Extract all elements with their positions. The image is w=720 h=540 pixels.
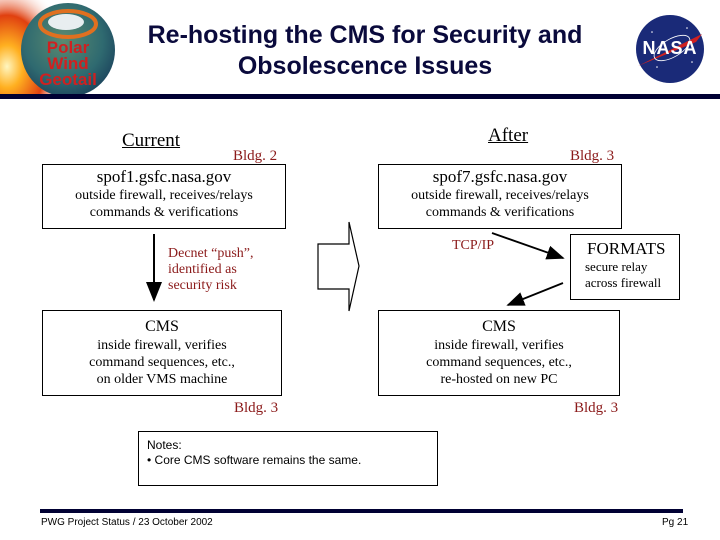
current-cms-title: CMS bbox=[145, 318, 179, 335]
current-host-name: spof1.gsfc.nasa.gov bbox=[96, 167, 232, 186]
after-cms-desc-1: inside firewall, verifies bbox=[434, 338, 564, 353]
formats-title: FORMATS bbox=[587, 239, 666, 258]
after-cms-title: CMS bbox=[482, 318, 516, 335]
formats-desc-1: secure relay bbox=[585, 259, 648, 274]
notes-box: Notes: • Core CMS software remains the s… bbox=[138, 431, 438, 486]
current-top-building-label: Bldg. 2 bbox=[233, 148, 278, 164]
logo-text-wind: Wind bbox=[47, 54, 89, 73]
after-host-box: spof7.gsfc.nasa.gov outside firewall, re… bbox=[378, 164, 622, 229]
title-line-1: Re-hosting the CMS for Security and bbox=[147, 21, 583, 49]
page-number: Pg 21 bbox=[662, 517, 689, 528]
decnet-note: Decnet “push”, identified as security ri… bbox=[168, 246, 254, 294]
current-heading: Current bbox=[122, 130, 181, 151]
formats-desc-2: across firewall bbox=[585, 275, 662, 290]
header-rule bbox=[0, 94, 720, 99]
after-host-desc-2: commands & verifications bbox=[425, 205, 575, 220]
current-host-desc-2: commands & verifications bbox=[89, 205, 239, 220]
after-top-building-label: Bldg. 3 bbox=[570, 148, 615, 164]
formats-box: FORMATS secure relay across firewall bbox=[570, 234, 680, 300]
tcp-ip-arrow bbox=[491, 232, 565, 260]
footer-left: PWG Project Status / 23 October 2002 bbox=[41, 517, 213, 528]
after-host-name: spof7.gsfc.nasa.gov bbox=[432, 167, 568, 186]
logo-text-polar: Polar bbox=[46, 38, 90, 57]
transition-block-arrow-icon bbox=[317, 221, 360, 312]
decnet-note-line-3: security risk bbox=[168, 278, 237, 293]
after-host-desc-1: outside firewall, receives/relays bbox=[411, 188, 589, 203]
notes-bullet-text: Core CMS software remains the same. bbox=[154, 453, 362, 467]
footer-rule bbox=[40, 509, 683, 513]
after-bottom-building-label: Bldg. 3 bbox=[574, 400, 619, 416]
current-cms-desc-3: on older VMS machine bbox=[96, 372, 228, 387]
decnet-note-line-2: identified as bbox=[168, 262, 237, 277]
after-cms-box: CMS inside firewall, verifies command se… bbox=[378, 310, 620, 396]
after-cms-desc-2: command sequences, etc., bbox=[426, 355, 572, 370]
after-heading: After bbox=[488, 125, 529, 146]
notes-heading: Notes: bbox=[147, 438, 182, 452]
after-cms-desc-3: re-hosted on new PC bbox=[440, 372, 558, 387]
nasa-logo: NASA bbox=[632, 12, 708, 86]
nasa-logo-text: NASA bbox=[642, 38, 698, 58]
notes-bullet: • Core CMS software remains the same. bbox=[147, 453, 362, 467]
tcp-ip-label: TCP/IP bbox=[452, 238, 495, 253]
formats-to-cms-arrow bbox=[506, 282, 564, 306]
current-cms-box: CMS inside firewall, verifies command se… bbox=[42, 310, 282, 396]
polar-wind-geotail-logo: Polar Wind Geotail bbox=[0, 0, 125, 95]
logo-text-geotail: Geotail bbox=[39, 70, 97, 89]
current-cms-desc-2: command sequences, etc., bbox=[89, 355, 235, 370]
decnet-note-line-1: Decnet “push”, bbox=[168, 246, 254, 261]
slide-title: Re-hosting the CMS for Security and Obso… bbox=[110, 20, 620, 82]
current-bottom-building-label: Bldg. 3 bbox=[234, 400, 279, 416]
current-host-box: spof1.gsfc.nasa.gov outside firewall, re… bbox=[42, 164, 286, 229]
current-cms-desc-1: inside firewall, verifies bbox=[97, 338, 227, 353]
current-host-desc-1: outside firewall, receives/relays bbox=[75, 188, 253, 203]
title-line-2: Obsolescence Issues bbox=[237, 52, 493, 80]
